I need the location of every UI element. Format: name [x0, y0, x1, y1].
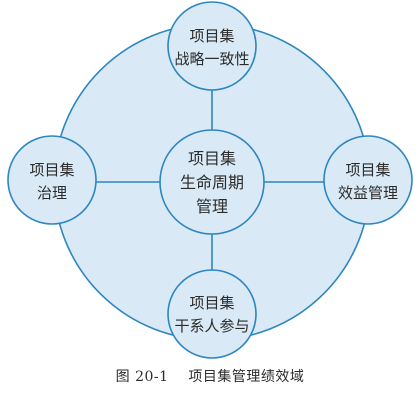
- bottom-node-circle: [167, 269, 257, 359]
- bottom-node-line-1: 项目集: [189, 294, 234, 312]
- right-node-line-1: 项目集: [345, 161, 390, 179]
- center-node-line-3: 管理: [196, 197, 228, 216]
- bottom-node-line-2: 干系人参与: [174, 317, 249, 335]
- center-node-line-1: 项目集: [188, 149, 236, 168]
- caption-gap: [169, 369, 189, 385]
- performance-domain-diagram: 项目集 生命周期 管理 项目集 战略一致性 项目集 治理 项目集 效益管理 项目…: [7, 1, 413, 359]
- figure-caption: 图 20-1 项目集管理绩效域: [0, 366, 420, 386]
- figure-title: 项目集管理绩效域: [188, 369, 305, 385]
- top-node: 项目集 战略一致性: [167, 1, 257, 91]
- left-node-line-1: 项目集: [29, 161, 74, 179]
- top-node-circle: [167, 1, 257, 91]
- right-node-line-2: 效益管理: [338, 184, 398, 202]
- top-node-line-2: 战略一致性: [174, 50, 249, 68]
- figure-number: 图 20-1: [115, 369, 169, 385]
- center-node-line-2: 生命周期: [180, 173, 244, 192]
- top-node-line-1: 项目集: [189, 27, 234, 45]
- right-node: 项目集 效益管理: [323, 135, 413, 225]
- left-node: 项目集 治理: [7, 135, 97, 225]
- right-node-circle: [323, 135, 413, 225]
- bottom-node: 项目集 干系人参与: [167, 269, 257, 359]
- center-node: 项目集 生命周期 管理: [159, 129, 265, 235]
- left-node-line-2: 治理: [37, 184, 67, 202]
- center-node-circle: [159, 129, 265, 235]
- left-node-circle: [7, 135, 97, 225]
